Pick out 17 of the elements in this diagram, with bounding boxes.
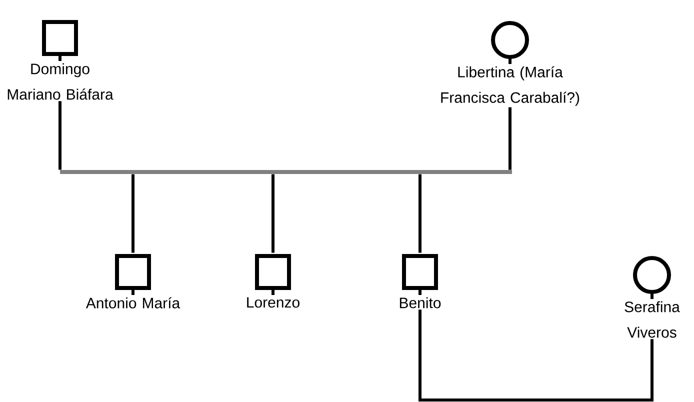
connector-line (418, 310, 654, 402)
connector-line (508, 107, 512, 170)
male-square: Antonio María (86, 254, 180, 308)
node-label: Antonio María (86, 297, 180, 308)
connector-line (418, 174, 422, 253)
connector-line (132, 174, 134, 253)
male-square: Benito (400, 254, 441, 308)
node-label: Benito (400, 297, 441, 308)
connector-line (272, 174, 274, 253)
male-square: Lorenzo (247, 254, 300, 308)
node-label: Serafina Viveros (624, 301, 680, 338)
node-label: Domingo Mariano Biáfara (8, 63, 114, 100)
node-label: Lorenzo (247, 297, 300, 308)
node-label: Libertina (María Francisca Carabalí?) (441, 66, 580, 106)
connector-bar (60, 170, 512, 174)
male-square: Domingo Mariano Biáfara (8, 20, 114, 100)
connector-line (58, 101, 62, 170)
